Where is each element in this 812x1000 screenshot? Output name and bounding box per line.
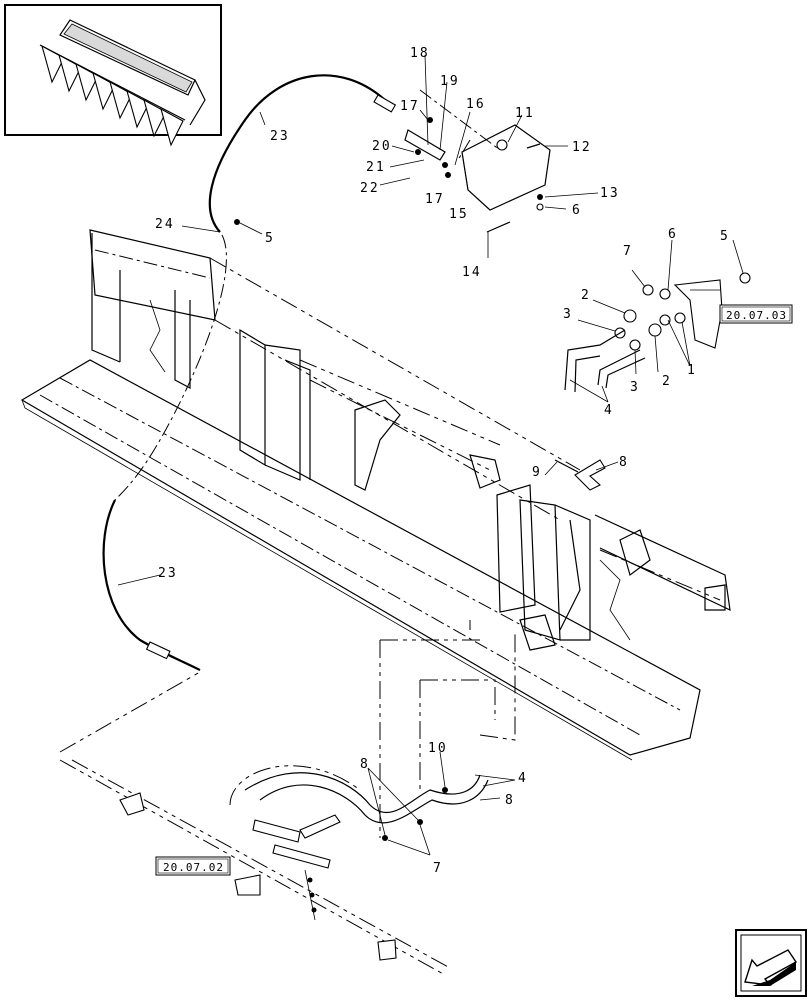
nut-6 <box>659 288 671 300</box>
lower-hydraulics <box>119 765 489 961</box>
callout-3-lower: 3 <box>630 380 640 395</box>
callout-20: 20 <box>372 139 392 154</box>
callout-23-lower: 23 <box>158 566 178 581</box>
shaft-coupler <box>234 874 261 896</box>
bracket-pin-12 <box>526 143 541 149</box>
nut-24 <box>234 219 240 225</box>
hose-lower-1 <box>244 772 481 814</box>
callout-13: 13 <box>600 186 620 201</box>
callout-4-lower: 4 <box>518 771 528 786</box>
reference-box-lower[interactable]: 20.07.02 <box>155 856 231 876</box>
bracket-plate <box>461 124 551 211</box>
callout-5-left: 5 <box>265 231 275 246</box>
header-frame <box>20 229 731 976</box>
inset-thumbnail <box>4 4 222 147</box>
callout-17-lower: 17 <box>425 192 445 207</box>
callout-8-left: 8 <box>360 757 370 772</box>
row-divider-snout <box>160 107 184 147</box>
nut-13 <box>537 194 543 200</box>
cylinder-a <box>252 819 301 843</box>
nut-7 <box>642 284 654 296</box>
leader-lines <box>117 54 744 856</box>
coupler-bracket <box>673 279 723 349</box>
cable-end-fitting-upper <box>373 94 397 113</box>
callout-4-upper: 4 <box>604 403 614 418</box>
callout-6-upper: 6 <box>572 203 582 218</box>
callout-14: 14 <box>462 265 482 280</box>
clip-7b <box>417 819 423 825</box>
callout-15: 15 <box>449 207 469 222</box>
fitting-2b <box>648 323 662 337</box>
cable-bracket-assembly <box>234 89 551 233</box>
callout-7-lower: 7 <box>433 861 443 876</box>
cylinder-rod <box>299 814 341 839</box>
bolt-14 <box>486 221 511 233</box>
callout-16: 16 <box>466 97 486 112</box>
callout-2-upper: 2 <box>581 288 591 303</box>
control-cable <box>102 74 397 671</box>
cable-upper <box>208 74 386 233</box>
clip-7a <box>382 835 388 841</box>
o-ring-1b <box>659 314 671 326</box>
bracket-stud <box>496 139 508 151</box>
callout-23-upper: 23 <box>270 129 290 144</box>
callout-21: 21 <box>366 160 386 175</box>
callout-18: 18 <box>410 46 430 61</box>
cable-end-fitting-lower <box>145 641 171 660</box>
reference-label-upper: 20.07.03 <box>726 309 787 322</box>
nut-20 <box>415 149 421 155</box>
callout-labels: 18 19 16 17 11 12 20 21 22 17 15 13 6 23… <box>155 46 730 876</box>
callout-3-upper: 3 <box>563 307 573 322</box>
shaft-bearing-right <box>377 939 397 961</box>
cylinder-b <box>272 844 331 869</box>
fitting-2a <box>623 309 637 323</box>
reference-label-lower: 20.07.02 <box>163 861 224 874</box>
callout-8-right: 8 <box>505 793 515 808</box>
clevis <box>404 129 446 161</box>
o-ring-1a <box>674 312 686 324</box>
callout-6-right: 6 <box>668 227 678 242</box>
washer-6 <box>536 203 544 211</box>
nut-5 <box>739 272 751 284</box>
nut-17 <box>442 162 448 168</box>
callout-10: 10 <box>428 741 448 756</box>
hose-4d <box>605 357 646 389</box>
callout-9: 9 <box>532 465 542 480</box>
bolt-9 <box>554 459 579 473</box>
o-ring-3b <box>629 339 641 351</box>
coupler-assembly <box>564 272 751 393</box>
clamp-assembly <box>554 459 606 491</box>
clamp-8 <box>574 459 606 491</box>
callout-19: 19 <box>440 74 460 89</box>
nut-15 <box>445 172 451 178</box>
shaft-bearing-left <box>119 792 145 816</box>
callout-22: 22 <box>360 181 380 196</box>
callout-7-right: 7 <box>623 244 633 259</box>
cable-hidden-run <box>114 234 227 501</box>
corn-head-illustration <box>39 19 206 147</box>
callout-5-right: 5 <box>720 229 730 244</box>
hose-4b <box>574 355 601 393</box>
callout-1: 1 <box>687 363 697 378</box>
callout-2-lower: 2 <box>662 374 672 389</box>
hose-lower-2 <box>259 779 489 824</box>
hose-lower-3 <box>229 765 361 806</box>
hose-4a <box>564 329 626 391</box>
hose-4c <box>597 349 641 386</box>
callout-8-upper: 8 <box>619 455 629 470</box>
callout-17-upper: 17 <box>400 99 420 114</box>
callout-24: 24 <box>155 217 175 232</box>
callout-11: 11 <box>515 106 535 121</box>
previous-page-arrow-icon[interactable] <box>735 929 807 997</box>
callout-12: 12 <box>572 140 592 155</box>
reference-box-upper[interactable]: 20.07.03 <box>719 304 793 324</box>
cable-lower <box>102 499 201 671</box>
fitting-10 <box>442 787 448 793</box>
nut-17-upper <box>427 117 433 123</box>
